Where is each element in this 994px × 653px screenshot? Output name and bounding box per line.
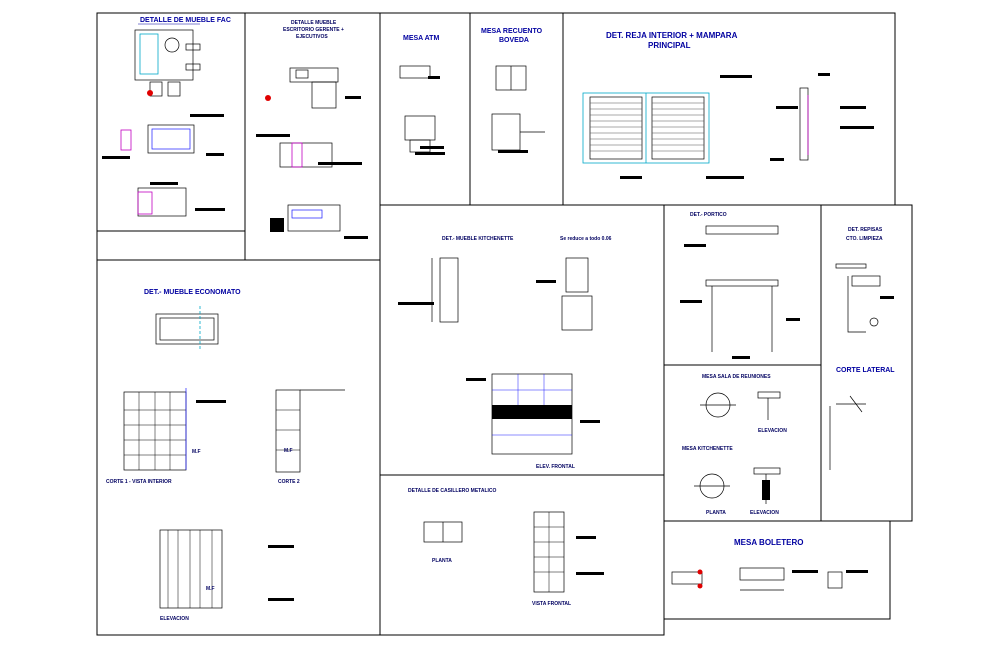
label-corte-1: CORTE 1 - VISTA INTERIOR <box>106 479 172 485</box>
title-mesa-atm: MESA ATM <box>403 35 439 42</box>
panel-mesa-boletero: MESA BOLETERO <box>671 538 868 591</box>
panel-mesa-recuento: MESA RECUENTO BOVEDA <box>481 28 545 153</box>
title-portico: DET.- PORTICO <box>690 212 727 218</box>
label-elevacion-economato: ELEVACION <box>160 616 189 622</box>
label-mf-2: M.F <box>284 448 293 454</box>
panel-mesa-reuniones: MESA SALA DE REUNIONES ELEVACION MESA KI… <box>682 374 787 516</box>
label-elevacion-reuniones: ELEVACION <box>758 428 787 434</box>
note-reduce: Se reduce a todo 0.06 <box>560 236 612 242</box>
title-mesa-recuento-b: BOVEDA <box>499 37 529 44</box>
title-mueble-fac: DETALLE DE MUEBLE FAC <box>140 17 231 24</box>
title-economato: DET.- MUEBLE ECONOMATO <box>144 289 241 296</box>
label-elevacion-kitchenette: ELEVACION <box>750 510 779 516</box>
title-repisas-b: CTO. LIMPIEZA <box>846 236 883 242</box>
title-kitchenette: DET.- MUEBLE KITCHENETTE <box>442 236 514 242</box>
panel-mueble-fac: DETALLE DE MUEBLE FAC <box>102 17 231 217</box>
title-reja-a: DET. REJA INTERIOR + MAMPARA <box>606 31 738 40</box>
title-repisas-a: DET. REPISAS <box>848 227 883 233</box>
label-mf-3: M.F <box>206 586 215 592</box>
panel-reja-interior: DET. REJA INTERIOR + MAMPARA PRINCIPAL <box>582 31 874 179</box>
title-escritorio-a: DETALLE MUEBLE <box>291 20 337 26</box>
panel-mueble-economato: DET.- MUEBLE ECONOMATO M.F CORTE 1 - VIS… <box>106 289 345 622</box>
panel-portico: DET.- PORTICO <box>680 212 800 359</box>
label-planta-kitchenette: PLANTA <box>706 510 726 516</box>
label-corte-lateral: CORTE LATERAL <box>836 367 895 374</box>
panel-escritorio-gerente: DETALLE MUEBLE ESCRITORIO GERENTE + EJEC… <box>256 20 368 239</box>
panel-mueble-kitchenette: DET.- MUEBLE KITCHENETTE Se reduce a tod… <box>398 236 612 470</box>
panel-frames <box>96 12 913 636</box>
label-elev-frontal: ELEV. FRONTAL <box>536 464 575 470</box>
title-casillero: DETALLE DE CASILLERO METALICO <box>408 488 497 494</box>
title-reja-b: PRINCIPAL <box>648 41 691 50</box>
panel-mesa-atm: MESA ATM <box>399 35 445 155</box>
label-mf-1: M.F <box>192 449 201 455</box>
label-vista-frontal: VISTA FRONTAL <box>532 601 571 607</box>
label-corte-2: CORTE 2 <box>278 479 300 485</box>
label-planta-casillero: PLANTA <box>432 558 452 564</box>
title-mesa-kitchenette: MESA KITCHENETTE <box>682 446 733 452</box>
title-mesa-boletero: MESA BOLETERO <box>734 538 803 547</box>
title-escritorio-c: EJECUTIVOS <box>296 34 328 40</box>
panel-casillero: DETALLE DE CASILLERO METALICO PLANTA VIS… <box>408 488 604 607</box>
title-mesa-reuniones: MESA SALA DE REUNIONES <box>702 374 771 380</box>
title-escritorio-b: ESCRITORIO GERENTE + <box>283 27 344 33</box>
panel-repisas: DET. REPISAS CTO. LIMPIEZA CORTE LATERAL <box>829 227 895 470</box>
title-mesa-recuento-a: MESA RECUENTO <box>481 28 543 35</box>
